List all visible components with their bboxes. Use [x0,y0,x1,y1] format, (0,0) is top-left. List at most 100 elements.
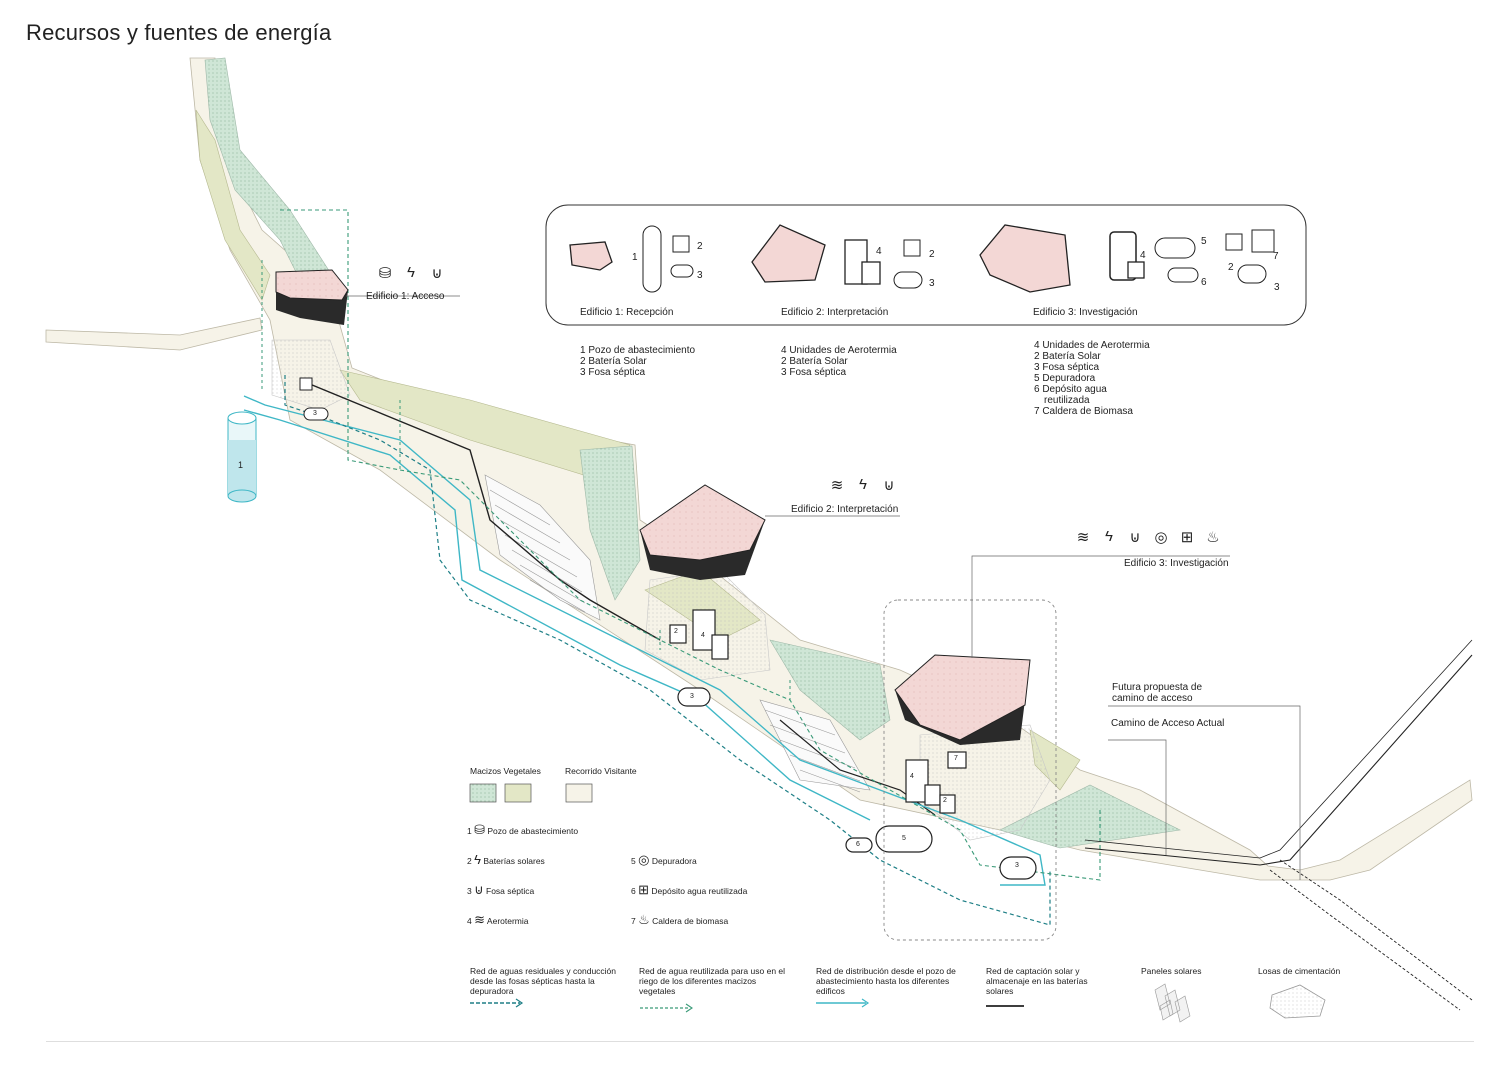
card-label-building-3: Edificio 3: Investigación [1033,307,1138,318]
solar-battery-icon: ϟ [859,476,867,493]
resource-item: 2 Batería Solar [580,356,647,367]
card-label-building-1: Edificio 1: Recepción [580,307,674,318]
resource-item: 6 Depósito agua [1034,384,1107,395]
map-num: 4 [701,632,705,639]
icons-building-3: ≋ ϟ ⊍ ◎ ⊞ ♨ [1074,528,1222,546]
card-num: 3 [697,270,703,281]
resource-item: 4 Unidades de Aerotermia [1034,340,1150,351]
resource-list-building-2: 4 Unidades de Aerotermia 2 Batería Solar… [781,345,897,378]
card-building-2 [751,224,923,289]
map-label-building-2: Edificio 2: Interpretación [791,504,899,515]
legend-solar-panels-label: Paneles solares [1141,966,1202,976]
legend-item-6: 6 ⊞ Depósito agua reutilizada [631,882,748,897]
resource-item: 3 Fosa séptica [1034,362,1100,373]
legend-network-reused: Red de agua reutilizada para uso en el r… [639,966,786,996]
legend-swatch-olive [504,783,532,803]
equipment-site-1 [299,377,329,421]
card-label-building-2: Edificio 2: Interpretación [781,307,889,318]
legend-item-3: 3 ⊍ Fosa séptica [467,882,535,897]
card-num: 2 [1228,262,1234,273]
aerothermal-icon: ≋ [1076,529,1090,546]
west-path [45,317,263,351]
current-access-road-edge [1084,639,1473,859]
current-access-road [1084,654,1473,866]
card-num: 4 [876,246,882,257]
legend-item-4: 4 ≋ Aerotermia [467,912,529,927]
page-title: Recursos y fuentes de energía [26,20,332,45]
vegetation-mid-green-pattern [580,446,640,600]
card-num: 2 [929,249,935,260]
legend-line-wastewater-arrow [515,998,524,1008]
water-distribution-line [243,395,1046,886]
resource-item: 2 Batería Solar [1034,351,1101,362]
biomass-boiler-icon: ♨ [638,912,650,927]
legend-swatch-green-pattern [470,784,496,802]
reuse-tank-icon: ⊞ [638,882,650,897]
map-num: 4 [910,773,914,780]
map-label-building-1: Edificio 1: Acceso [366,291,445,302]
septic-tank-icon: ⊍ [1129,529,1141,546]
well-icon: ⛁ [378,265,392,282]
future-access-road [1269,859,1473,1011]
solar-panels-field-2 [759,699,871,793]
card-num: 3 [1274,282,1280,293]
resource-item: 5 Depuradora [1034,373,1096,384]
resource-item: 3 Fosa séptica [580,367,646,378]
solar-battery-icon: ϟ [1105,528,1113,545]
biomass-boiler-icon: ♨ [1206,529,1220,546]
icons-building-2: ≋ ϟ ⊍ [828,476,898,494]
resource-item: 1 Pozo de abastecimiento [580,345,696,356]
vegetation-north-pattern [205,58,340,320]
building-3-map [894,654,1031,745]
map-num: 5 [902,835,906,842]
building-3-frame [883,599,1057,941]
leader-building-3 [971,555,1230,658]
resource-item: reutilizada [1044,395,1090,406]
legend-item-7: 7 ♨ Caldera de biomasa [631,912,729,927]
resource-list-building-1: 1 Pozo de abastecimiento 2 Batería Solar… [580,345,695,378]
future-access-label: Futura propuesta de camino de acceso [1112,682,1203,704]
septic-tank-icon: ⊍ [474,882,484,897]
legend-path-label: Recorrido Visitante [565,766,637,776]
map-num: 3 [1015,862,1019,869]
solar-panels-field-1 [484,474,601,621]
map-label-building-3: Edificio 3: Investigación [1124,558,1229,569]
well-cylinder [227,411,257,503]
legend-item-1: 1 ⛁ Pozo de abastecimiento [467,822,579,837]
card-building-3 [979,224,1275,293]
legend-network-distribution: Red de distribución desde el pozo de aba… [816,966,956,996]
card-num: 1 [632,252,638,263]
aerothermal-icon: ≋ [830,477,844,494]
vegetation-north-olive [195,109,271,301]
icons-building-1: ⛁ ϟ ⊍ [376,264,446,282]
map-num: 3 [690,693,694,700]
legend-network-wastewater: Red de aguas residuales y conducción des… [470,966,617,996]
legend-line-distribution-arrow [861,998,870,1008]
legend-item-2: 2 ϟ Baterías solares [467,852,545,867]
solar-network-line [299,379,661,641]
card-num: 7 [1273,251,1279,262]
purifier-icon: ◎ [1154,529,1168,546]
solar-battery-icon: ϟ [474,852,481,867]
well-icon: ⛁ [474,822,486,837]
solar-battery-icon: ϟ [407,264,415,281]
map-num: 1 [238,460,244,470]
reused-water-line [280,209,1101,881]
card-num: 4 [1140,250,1146,261]
card-num: 3 [929,278,935,289]
map-num: 6 [856,841,860,848]
septic-tank-icon: ⊍ [431,265,443,282]
resource-item: 3 Fosa séptica [781,367,847,378]
resource-item: 7 Caldera de Biomasa [1034,406,1133,417]
building-2-map [639,484,766,580]
resource-list-building-3: 4 Unidades de Aerotermia 2 Batería Solar… [1034,340,1150,417]
card-num: 2 [697,241,703,252]
card-num: 6 [1201,277,1207,288]
map-num: 2 [674,628,678,635]
resource-item: 2 Batería Solar [781,356,848,367]
legend-swatch-path [565,783,593,803]
vegetation-right-green-pattern [770,640,890,740]
legend-network-solar: Red de captación solar y almacenaje en l… [986,966,1088,996]
equipment-site-2 [669,609,729,707]
